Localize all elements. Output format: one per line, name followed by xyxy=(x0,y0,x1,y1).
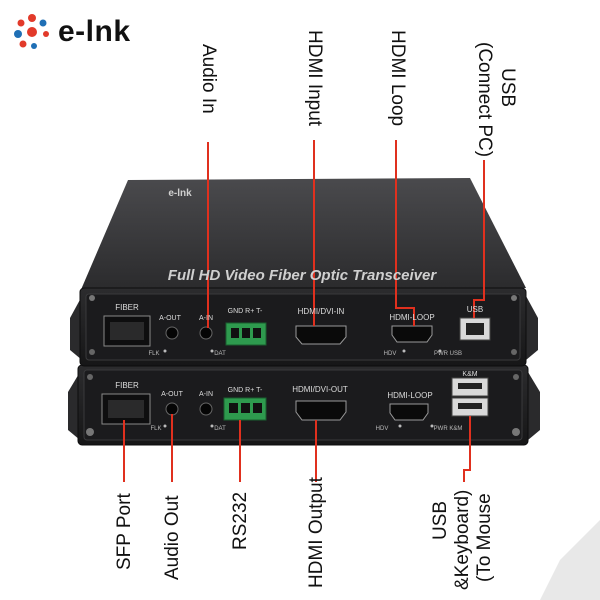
callout-usb-km-line2: &Keyboard) xyxy=(452,489,473,590)
top-rs-header-label: GND R+ T- xyxy=(228,308,263,315)
device-title: Full HD Video Fiber Optic Transceiver xyxy=(168,267,438,284)
callout-sfp-port: SFP Port xyxy=(114,493,135,570)
callout-usb-km-line1: (To Mouse xyxy=(474,493,495,582)
brand-name: e-lnk xyxy=(58,15,131,48)
callout-hdmi-output: HDMI Output xyxy=(306,477,327,588)
callout-usb-pc-line2: (Connect PC) xyxy=(474,42,495,158)
bottom-right-flange xyxy=(528,372,540,440)
callout-usb-km-line3: USB xyxy=(430,500,451,540)
top-hdmi-loop-label: HDMI-LOOP xyxy=(389,313,434,322)
bottom-audio-in-jack xyxy=(199,402,213,416)
callout-lines xyxy=(123,140,485,482)
top-a-in-label: A-IN xyxy=(199,315,213,322)
bottom-a-out-label: A-OUT xyxy=(161,391,184,398)
callout-audio-out: Audio Out xyxy=(162,495,183,581)
bottom-hdv-label: HDV xyxy=(376,426,389,432)
callout-audio-in: Audio In xyxy=(198,44,219,114)
bottom-hdmi-loop-port xyxy=(389,403,429,421)
top-hdv-label: HDV xyxy=(384,351,397,357)
bottom-hdmi-out-port xyxy=(295,400,347,421)
top-pwr-usb-label: PWR USB xyxy=(434,351,462,357)
brand-dots-icon xyxy=(14,14,49,49)
top-dat-label: DAT xyxy=(214,351,226,357)
top-audio-out-jack xyxy=(165,326,179,340)
top-hdmi-in-port xyxy=(295,325,347,345)
top-flk-label: FLK xyxy=(148,351,159,357)
callout-line-usb-pc xyxy=(473,160,485,318)
callout-hdmi-input: HDMI Input xyxy=(304,30,325,127)
brand-logo: e-lnk xyxy=(12,12,131,52)
bottom-a-in-label: A-IN xyxy=(199,391,213,398)
bottom-hdmi-out-label: HDMI/DVI-OUT xyxy=(292,385,348,394)
top-hdmi-in-label: HDMI/DVI-IN xyxy=(298,307,345,316)
bottom-screw-right xyxy=(512,428,520,436)
top-audio-in-jack xyxy=(199,326,213,340)
top-a-out-label: A-OUT xyxy=(159,315,182,322)
bottom-hdmi-loop-label: HDMI-LOOP xyxy=(387,391,432,400)
callout-usb-pc-line1: USB xyxy=(497,68,518,108)
bottom-rs-header-label: GND R+ T- xyxy=(228,387,263,394)
bottom-unit xyxy=(68,364,540,446)
top-usb-label: USB xyxy=(467,305,483,314)
top-chassis-top-face xyxy=(80,178,526,292)
callout-line-usb-km xyxy=(463,416,471,482)
callout-rs232: RS232 xyxy=(230,491,251,550)
bottom-flk-label: FLK xyxy=(150,426,161,432)
top-hdmi-loop-port xyxy=(391,325,433,343)
bottom-left-flange xyxy=(68,372,80,440)
bottom-fiber-label: FIBER xyxy=(115,381,139,390)
callout-line-hdmi-loop xyxy=(395,140,415,326)
top-fiber-label: FIBER xyxy=(115,303,139,312)
device-top-logo: e-lnk xyxy=(168,188,192,199)
bottom-dat-label: DAT xyxy=(214,426,226,432)
bottom-audio-out-jack xyxy=(165,402,179,416)
callout-hdmi-loop: HDMI Loop xyxy=(387,30,408,127)
bottom-km-label: K&M xyxy=(462,371,477,378)
bottom-pwr-km-label: PWR K&M xyxy=(434,426,463,432)
bottom-screw-left xyxy=(86,428,94,436)
